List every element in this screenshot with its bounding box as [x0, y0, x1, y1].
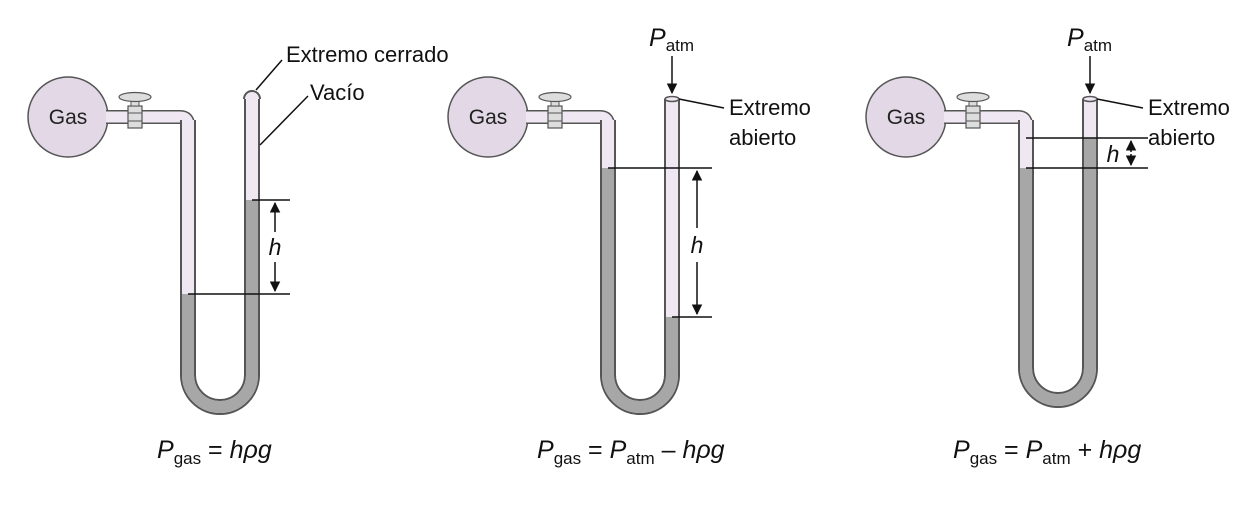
- open-end-label-2b: abierto: [729, 125, 796, 150]
- manometer-open-end-higher: Gas h Patm Extremo abierto Pgas = Patm +: [865, 24, 1230, 468]
- equation-3: Pgas = Patm + hρg: [953, 436, 1141, 468]
- closed-end-label: Extremo cerrado: [286, 42, 449, 67]
- valve-3: [956, 91, 990, 129]
- gas-label-1: Gas: [49, 106, 88, 129]
- h-label-2: h: [691, 232, 704, 258]
- patm-label-3: Patm: [1067, 24, 1112, 55]
- h-label-1: h: [269, 234, 282, 260]
- valve-2: [538, 91, 572, 129]
- open-end-label-2a: Extremo: [729, 95, 811, 120]
- open-end-label-3b: abierto: [1148, 125, 1215, 150]
- h-label-3: h: [1107, 141, 1120, 167]
- gas-label-2: Gas: [469, 106, 508, 129]
- open-end-label-3a: Extremo: [1148, 95, 1230, 120]
- equation-1: Pgas = hρg: [157, 436, 272, 468]
- valve-1: [118, 91, 152, 129]
- equation-2: Pgas = Patm – hρg: [537, 436, 725, 468]
- vacuum-label: Vacío: [310, 80, 365, 105]
- patm-label-2: Patm: [649, 24, 694, 55]
- manometer-closed-end: Gas h Extremo cerrado Vacío: [27, 42, 449, 468]
- manometer-open-end-lower: Gas h Patm Extremo abierto Pgas: [447, 24, 811, 468]
- gas-label-3: Gas: [887, 106, 926, 129]
